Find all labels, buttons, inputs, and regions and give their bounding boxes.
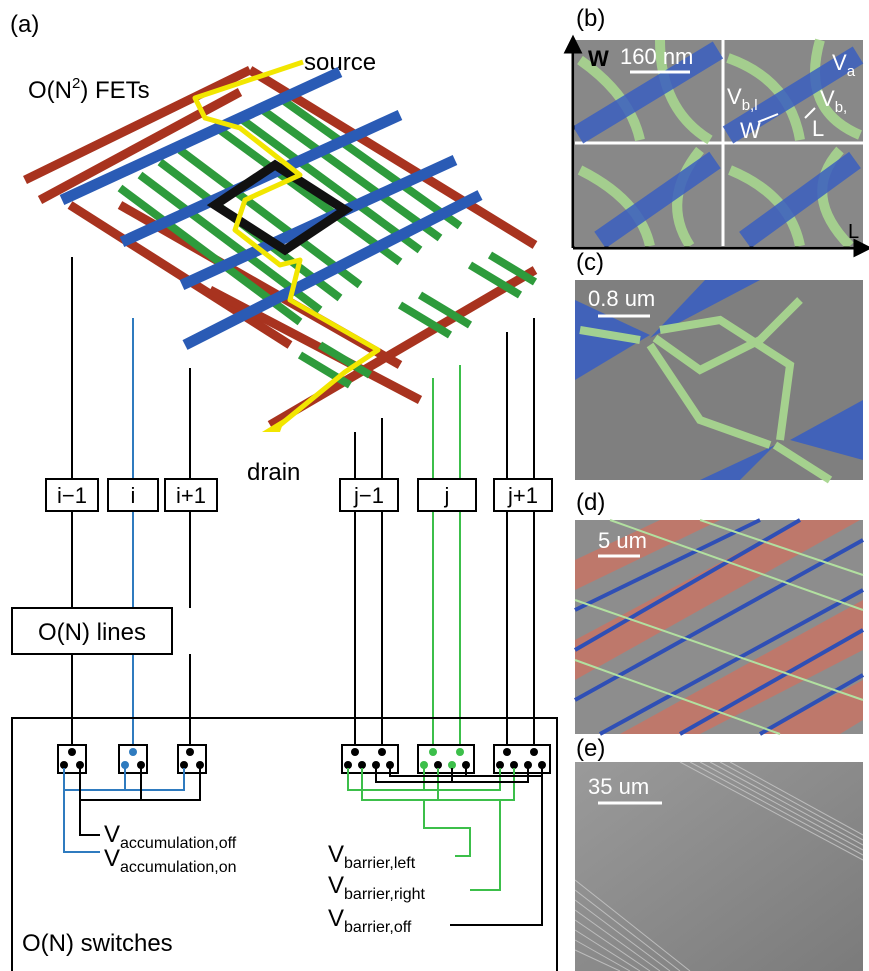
label-w: W (740, 118, 761, 143)
panel-label-e: (e) (576, 735, 605, 762)
switches-label: O(N) switches (22, 930, 173, 957)
panel-label-b: (b) (576, 5, 605, 32)
svg-text:j+1: j+1 (507, 483, 538, 508)
fets-title: O(N2) FETs (28, 75, 150, 104)
v-barrier-right: Vbarrier,right (328, 872, 425, 903)
device-array (25, 62, 535, 432)
svg-text:O(N) lines: O(N) lines (38, 619, 146, 646)
drain-label: drain (247, 459, 300, 486)
gate-box-j: j (418, 479, 476, 511)
source-label: source (304, 49, 376, 76)
gate-box-i-plus-1: i+1 (165, 479, 217, 511)
panel-label-a: (a) (10, 11, 39, 38)
current-path (195, 62, 378, 425)
gate-box-j-plus-1: j+1 (494, 479, 552, 511)
lines-box: O(N) lines (12, 608, 172, 654)
panel-label-c: (c) (576, 249, 604, 276)
scale-b: 160 nm (620, 44, 693, 69)
svg-text:i: i (131, 483, 136, 508)
svg-text:j−1: j−1 (353, 483, 384, 508)
scale-e: 35 um (588, 774, 649, 799)
scale-d: 5 um (598, 528, 647, 553)
svg-text:i+1: i+1 (176, 483, 206, 508)
v-barrier-left: Vbarrier,left (328, 841, 416, 872)
svg-text:i−1: i−1 (57, 483, 87, 508)
gate-box-i-minus-1: i−1 (46, 479, 98, 511)
label-l: L (812, 116, 824, 141)
gate-box-j-minus-1: j−1 (340, 479, 398, 511)
v-barrier-off: Vbarrier,off (328, 905, 412, 936)
panel-label-d: (d) (576, 489, 605, 516)
panel-b-sem (575, 40, 863, 246)
axis-w-label: W (588, 46, 609, 71)
scale-c: 0.8 um (588, 286, 655, 311)
axis-l-label: L (848, 221, 859, 243)
svg-text:j: j (444, 483, 450, 508)
v-accumulation-off: Vaccumulation,off (104, 821, 237, 852)
gate-box-i: i (108, 479, 158, 511)
